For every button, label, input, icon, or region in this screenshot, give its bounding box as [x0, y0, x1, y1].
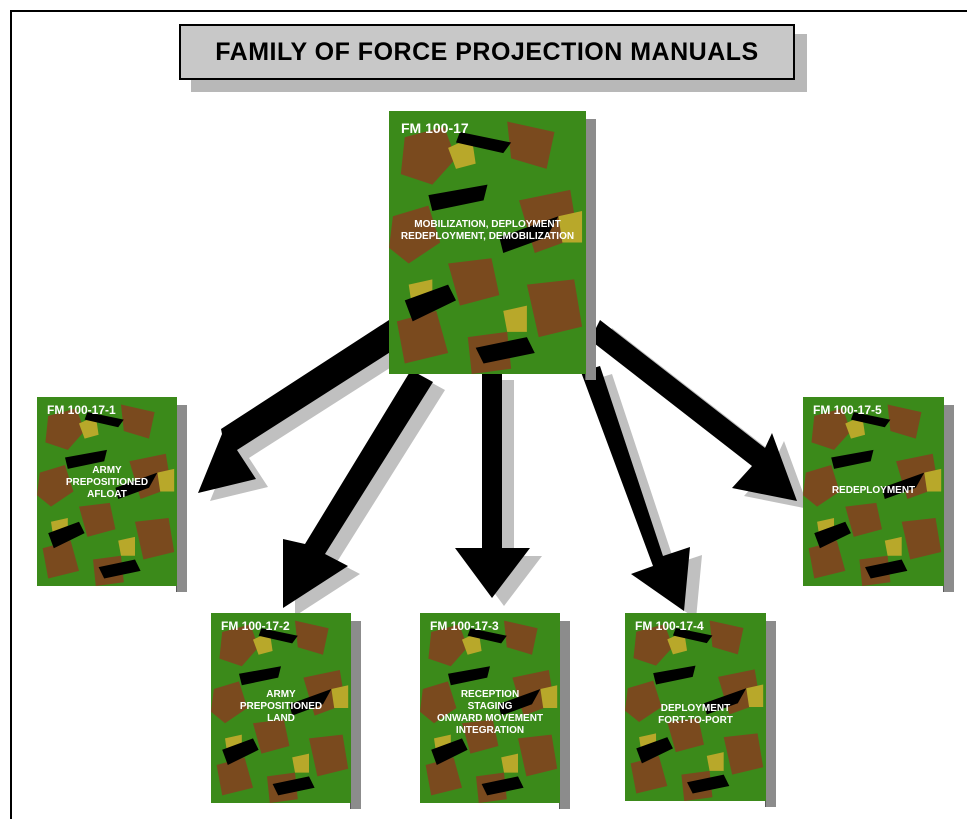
book-title-line: INTEGRATION	[455, 725, 525, 736]
book-title: ARMY PREPOSITIONED LAND	[215, 689, 347, 725]
book-spine	[350, 621, 361, 809]
arrow-to-fm-100-17-3	[455, 372, 530, 598]
title-box: FAMILY OF FORCE PROJECTION MANUALS	[179, 24, 795, 80]
book-spine	[559, 621, 570, 809]
diagram-frame	[10, 10, 967, 819]
book-code: FM 100-17	[401, 120, 469, 136]
book-title-line: DEPLOYMENT	[660, 703, 731, 714]
book-title-line: ARMY	[92, 465, 122, 476]
book-title-line: ARMY	[266, 689, 296, 700]
book-title: DEPLOYMENT FORT-TO-PORT	[629, 703, 762, 727]
book-cover: FM 100-17-1 ARMY PREPOSITIONED AFLOAT	[37, 397, 177, 586]
book-code: FM 100-17-5	[813, 403, 882, 417]
book-code: FM 100-17-3	[430, 619, 499, 633]
book-title-line: RECEPTION	[460, 689, 520, 700]
arrow-to-fm-100-17-4	[581, 366, 690, 611]
book-spine	[765, 621, 776, 807]
book-cover: FM 100-17-2 ARMY PREPOSITIONED LAND	[211, 613, 351, 803]
book-title-line: STAGING	[467, 701, 513, 712]
camouflage-pattern	[37, 397, 177, 586]
book-title-line: LAND	[267, 713, 295, 724]
book-title: RECEPTION STAGING ONWARD MOVEMENT INTEGR…	[424, 689, 556, 737]
book-fm-100-17-2: FM 100-17-2 ARMY PREPOSITIONED LAND	[211, 613, 361, 809]
book-title-line: FORT-TO-PORT	[658, 715, 733, 726]
book-title: REDEPLOYMENT	[807, 485, 940, 497]
book-title-line: REDEPLOYMENT	[831, 485, 916, 496]
book-spine	[585, 119, 596, 380]
book-code: FM 100-17-4	[635, 619, 704, 633]
camouflage-pattern	[803, 397, 944, 586]
arrow-to-fm-100-17-2	[283, 370, 433, 608]
book-cover: FM 100-17-5 REDEPLOYMENT	[803, 397, 944, 586]
arrow-to-fm-100-17-1	[198, 320, 406, 493]
camouflage-pattern	[420, 613, 560, 803]
book-title-line: PREPOSITIONED	[65, 477, 149, 488]
book-title-line: AFLOAT	[87, 489, 127, 500]
book-spine	[176, 405, 187, 592]
diagram-title: FAMILY OF FORCE PROJECTION MANUALS	[215, 37, 759, 66]
camouflage-pattern	[211, 613, 351, 803]
camouflage-pattern	[625, 613, 766, 801]
camouflage-pattern	[389, 111, 586, 374]
book-cover: FM 100-17-3 RECEPTION STAGING ONWARD MOV…	[420, 613, 560, 803]
book-spine	[943, 405, 954, 592]
arrows	[198, 320, 797, 611]
book-cover: FM 100-17-4 DEPLOYMENT FORT-TO-PORT	[625, 613, 766, 801]
book-title: ARMY PREPOSITIONED AFLOAT	[41, 465, 173, 501]
book-fm-100-17-4: FM 100-17-4 DEPLOYMENT FORT-TO-PORT	[625, 613, 776, 807]
book-title: MOBILIZATION, DEPLOYMENT REDEPLOYMENT, D…	[393, 219, 582, 243]
book-title-line: ONWARD MOVEMENT	[436, 713, 544, 724]
book-fm-100-17-3: FM 100-17-3 RECEPTION STAGING ONWARD MOV…	[420, 613, 570, 809]
book-fm-100-17: FM 100-17 MOBILIZATION, DEPLOYMENT REDEP…	[389, 111, 596, 380]
book-code: FM 100-17-1	[47, 403, 116, 417]
book-cover: FM 100-17 MOBILIZATION, DEPLOYMENT REDEP…	[389, 111, 586, 374]
book-fm-100-17-1: FM 100-17-1 ARMY PREPOSITIONED AFLOAT	[37, 397, 187, 592]
arrow-to-fm-100-17-5	[590, 320, 797, 501]
book-code: FM 100-17-2	[221, 619, 290, 633]
book-title-line: PREPOSITIONED	[239, 701, 323, 712]
book-title-line: MOBILIZATION, DEPLOYMENT	[414, 219, 561, 230]
book-fm-100-17-5: FM 100-17-5 REDEPLOYMENT	[803, 397, 954, 592]
book-title-line: REDEPLOYMENT, DEMOBILIZATION	[400, 231, 575, 242]
